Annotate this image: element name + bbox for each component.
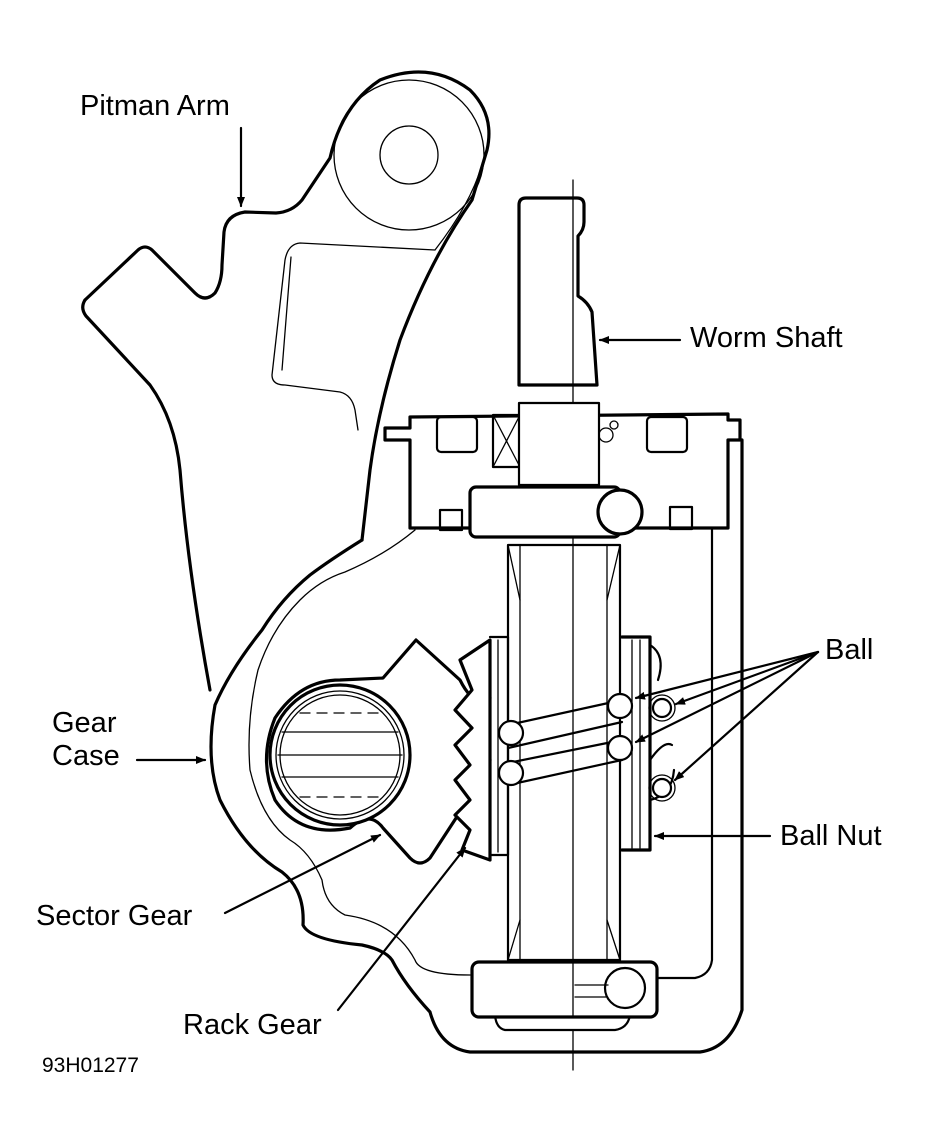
ball-leader-1 xyxy=(634,650,820,700)
ball-leader-3 xyxy=(634,650,820,744)
worm-shaft-label: Worm Shaft xyxy=(690,322,843,354)
gear-case-label-line1: Gear xyxy=(52,707,117,739)
sector-gear-leader xyxy=(223,833,382,915)
ball-grooves xyxy=(506,698,624,787)
pitman-arm xyxy=(81,70,491,692)
ball-leader-4 xyxy=(673,650,820,782)
ball-label: Ball xyxy=(825,634,874,666)
balls xyxy=(497,692,676,802)
pitman-arm-label: Pitman Arm xyxy=(80,90,230,122)
sector-shaft xyxy=(268,683,412,827)
ball-leader-2 xyxy=(674,650,820,706)
gear-case xyxy=(209,436,744,1054)
gear-case-label-line2: Case xyxy=(52,740,120,772)
worm-screw xyxy=(506,543,622,962)
leader-lines xyxy=(135,126,820,1012)
housing-top xyxy=(383,401,742,539)
rack-gear-leader xyxy=(336,846,467,1012)
figure-code: 93H01277 xyxy=(42,1054,139,1077)
ball-nut-label: Ball Nut xyxy=(780,820,882,852)
worm-shaft xyxy=(517,179,599,1071)
sector-gear-label: Sector Gear xyxy=(36,900,193,932)
rack-gear-label: Rack Gear xyxy=(183,1009,322,1041)
bottom-cap xyxy=(470,960,659,1032)
